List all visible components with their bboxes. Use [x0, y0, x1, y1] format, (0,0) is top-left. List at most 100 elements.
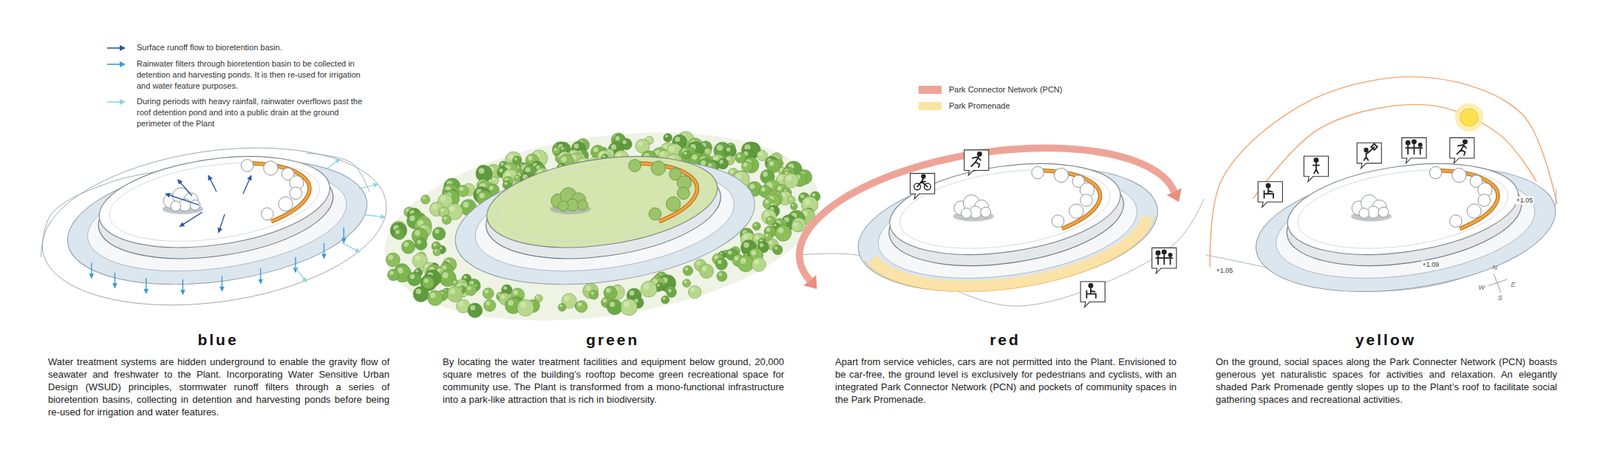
- illustration-circle: [490, 176, 499, 185]
- illustration-g: [849, 145, 1167, 309]
- panel-heading-holder: yellow: [1215, 331, 1556, 349]
- illustration-ellipse: [849, 150, 1166, 309]
- illustration-circle: [563, 295, 570, 301]
- illustration-circle: [395, 229, 400, 234]
- panel-heading: green: [442, 331, 783, 349]
- illustration-circle: [753, 223, 757, 227]
- compass-letter-holder: E: [1511, 280, 1516, 289]
- illustration-circle: [575, 300, 588, 313]
- panel-heading-holder: blue: [48, 331, 388, 349]
- illustration-circle: [1364, 147, 1368, 152]
- illustration-circle: [1162, 249, 1167, 255]
- illustration-circle: [1449, 215, 1463, 228]
- panel-heading: yellow: [1215, 331, 1556, 349]
- illustration-circle: [467, 286, 471, 290]
- illustration-circle: [643, 283, 650, 290]
- illustration-path: [260, 268, 261, 284]
- illustration-circle: [463, 275, 468, 280]
- illustration-path: [165, 193, 200, 205]
- illustration-circle: [737, 255, 754, 272]
- illustration-circle: [676, 186, 690, 200]
- illustration-g: [1206, 76, 1564, 309]
- illustration-circle: [674, 136, 680, 142]
- illustration-circle: [443, 216, 447, 220]
- illustration-circle: [648, 207, 662, 221]
- illustration-circle: [449, 206, 456, 213]
- illustration-circle: [289, 186, 303, 200]
- illustration-circle: [651, 161, 666, 176]
- illustration-circle: [458, 186, 464, 192]
- illustration-circle: [413, 286, 429, 302]
- illustration-circle: [611, 144, 617, 150]
- illustration-path: [246, 163, 310, 222]
- illustration-circle: [743, 242, 750, 249]
- illustration-circle: [557, 303, 567, 312]
- illustration-circle: [683, 151, 687, 155]
- illustration-path: [1401, 137, 1427, 164]
- illustration-path: [634, 163, 698, 222]
- legend-text: Rainwater filters through bioretention b…: [136, 58, 374, 92]
- illustration-circle: [442, 272, 449, 279]
- illustration-ellipse: [59, 142, 376, 302]
- illustration-path: [114, 272, 116, 289]
- illustration-circle: [170, 201, 182, 212]
- illustration-g: [1401, 137, 1427, 164]
- illustration-circle: [1265, 183, 1271, 188]
- illustration-path: [218, 214, 225, 233]
- illustration-circle: [434, 229, 439, 234]
- illustration-circle: [1155, 251, 1161, 256]
- illustration-circle: [467, 303, 483, 318]
- illustration-circle: [656, 283, 660, 287]
- illustration-circle: [646, 137, 650, 141]
- illustration-circle: [719, 159, 723, 164]
- illustration-circle: [422, 196, 426, 200]
- illustration-path: [1364, 144, 1378, 161]
- illustration-circle: [1088, 283, 1094, 289]
- illustration-circle: [717, 259, 723, 264]
- illustration-circle: [727, 250, 732, 255]
- illustration-circle: [623, 301, 630, 308]
- illustration-circle: [778, 175, 783, 181]
- illustration-circle: [800, 194, 805, 199]
- illustration-circle: [751, 257, 766, 272]
- illustration-circle: [669, 145, 676, 152]
- illustration-path: [294, 257, 296, 273]
- illustration-circle: [812, 192, 816, 197]
- illustration-circle: [440, 208, 445, 213]
- level-label-holder: +1.05: [1515, 195, 1534, 204]
- illustration-path: [634, 163, 698, 222]
- illustration-circle: [726, 156, 731, 161]
- illustration-circle: [260, 207, 274, 221]
- illustration-circle: [726, 147, 731, 152]
- illustration-circle: [791, 217, 806, 232]
- illustration-circle: [684, 267, 689, 272]
- illustration-circle: [447, 286, 463, 302]
- illustration-circle: [1412, 139, 1417, 145]
- illustration-g: [1247, 145, 1564, 309]
- illustration-circle: [752, 222, 761, 231]
- illustration-circle: [577, 200, 589, 211]
- illustration-circle: [1452, 168, 1467, 183]
- illustration-g: [910, 173, 935, 200]
- illustration-circle: [577, 302, 583, 307]
- illustration-circle: [702, 266, 708, 272]
- illustration-circle: [786, 175, 792, 181]
- illustration-circle: [514, 157, 518, 161]
- illustration-circle: [489, 185, 494, 190]
- illustration-circle: [478, 167, 485, 174]
- illustration-circle: [1466, 203, 1482, 219]
- illustration-circle: [410, 274, 416, 280]
- illustration-circle: [433, 243, 437, 247]
- illustration-circle: [718, 272, 723, 277]
- illustration-circle: [1051, 215, 1065, 228]
- illustration-path: [221, 275, 223, 292]
- panel-description: Water treatment systems are hidden under…: [48, 355, 390, 419]
- illustration-circle: [434, 249, 438, 253]
- panel-description-holder: Apart from service vehicles, cars are no…: [835, 355, 1177, 406]
- illustration-circle: [263, 161, 278, 176]
- illustration-circle: [764, 233, 768, 237]
- illustration-circle: [424, 278, 429, 284]
- illustration-circle: [503, 286, 507, 290]
- illustration-path: [1405, 144, 1422, 154]
- illustration-circle: [961, 208, 972, 219]
